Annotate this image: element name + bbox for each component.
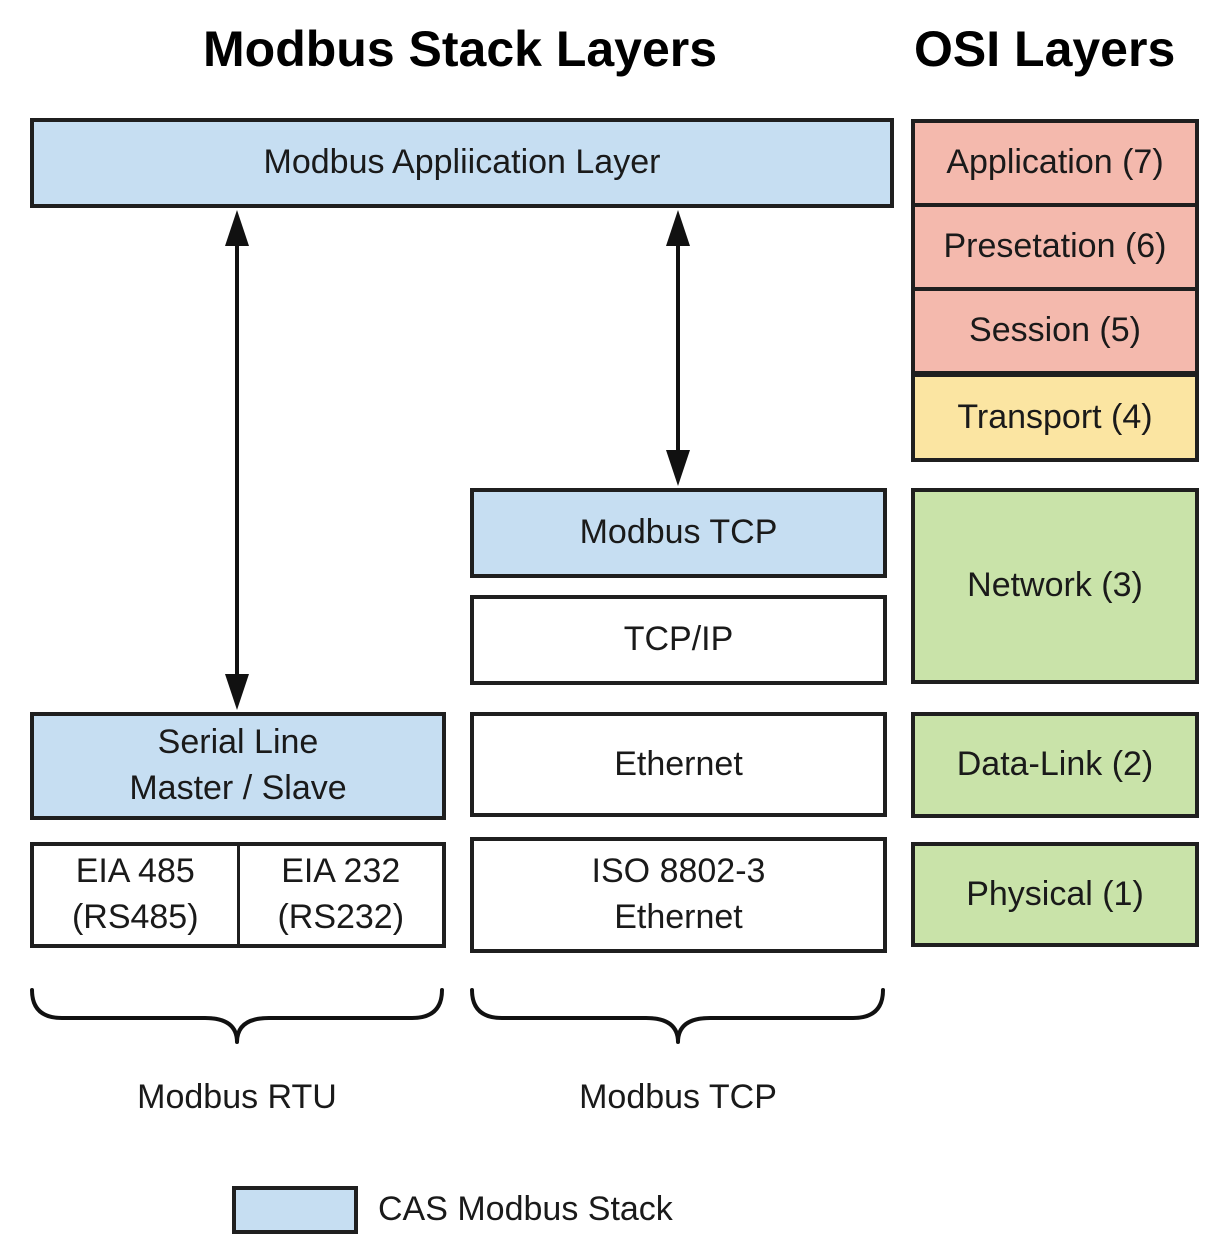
eia485-cell: EIA 485 (RS485) <box>71 852 199 936</box>
ethernet-box: Ethernet <box>470 712 887 817</box>
rtu-brace <box>30 988 444 1044</box>
osi-physical-layer: Physical (1) <box>911 842 1199 947</box>
osi-transport-layer: Transport (4) <box>911 373 1199 462</box>
modbus-tcp-box: Modbus TCP <box>470 488 887 578</box>
modbus-stack-heading: Modbus Stack Layers <box>203 21 718 77</box>
double-arrow-serial <box>225 210 249 710</box>
osi-presentation-layer: Presetation (6) <box>911 203 1199 291</box>
osi-application-layer: Application (7) <box>911 119 1199 207</box>
osi-data-link-layer: Data-Link (2) <box>911 712 1199 818</box>
legend-swatch <box>232 1186 358 1234</box>
modbus-application-layer-box: Modbus Appliication Layer <box>30 118 894 208</box>
modbus-tcp-caption: Modbus TCP <box>579 1078 777 1116</box>
tcp-ip-box: TCP/IP <box>470 595 887 685</box>
eia-physical-box: EIA 485 (RS485) EIA 232 (RS232) <box>30 842 446 948</box>
tcp-brace <box>470 988 885 1044</box>
osi-layers-heading: OSI Layers <box>914 21 1176 77</box>
modbus-rtu-caption: Modbus RTU <box>137 1078 337 1116</box>
double-arrow-tcp <box>666 210 690 486</box>
osi-network-layer: Network (3) <box>911 488 1199 684</box>
legend-label: CAS Modbus Stack <box>378 1190 673 1228</box>
osi-session-layer: Session (5) <box>911 287 1199 375</box>
eia232-cell: EIA 232 (RS232) <box>236 846 443 944</box>
iso-8802-3-ethernet-box: ISO 8802-3 Ethernet <box>470 837 887 953</box>
serial-line-master-slave-box: Serial Line Master / Slave <box>30 712 446 820</box>
